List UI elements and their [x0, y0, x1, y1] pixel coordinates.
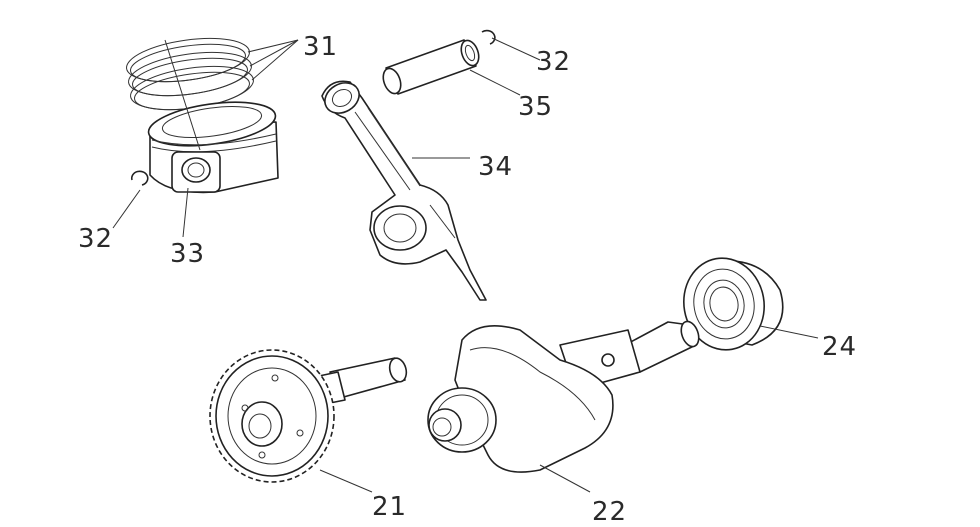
circlip-left — [130, 170, 149, 186]
callout-34: 34 — [478, 152, 513, 182]
callout-32-right: 32 — [536, 47, 571, 77]
callout-22: 22 — [592, 497, 627, 527]
callout-labels: 31 32 35 34 32 33 24 21 22 — [78, 32, 857, 527]
callout-33: 33 — [170, 239, 205, 269]
piston — [147, 39, 279, 194]
bearing — [683, 257, 784, 351]
leader-lines — [112, 37, 819, 493]
crankshaft — [427, 320, 700, 473]
callout-32-left: 32 — [78, 224, 113, 254]
camshaft — [209, 349, 408, 483]
circlip-right — [481, 29, 496, 45]
callout-35: 35 — [518, 92, 553, 122]
piston-pin — [382, 39, 480, 95]
callout-21: 21 — [372, 492, 407, 522]
connecting-rod — [321, 80, 487, 301]
callout-31: 31 — [303, 32, 338, 62]
callout-24: 24 — [822, 332, 857, 362]
